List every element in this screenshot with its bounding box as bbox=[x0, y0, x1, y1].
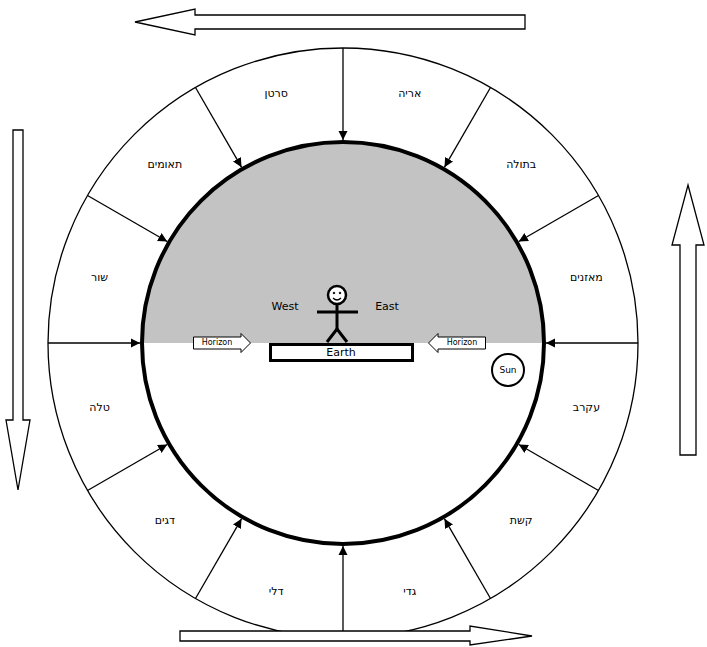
zodiac-sign-text: אריה bbox=[398, 87, 421, 101]
zodiac-sign: בתולה bbox=[503, 156, 539, 174]
zodiac-sign-text: גדי bbox=[403, 585, 416, 599]
zodiac-sign: סרטן bbox=[261, 85, 290, 103]
motion-arrow bbox=[672, 185, 704, 455]
zodiac-sign: עקרב bbox=[570, 399, 603, 417]
divider-line bbox=[519, 196, 599, 242]
sun-circle: Sun bbox=[491, 353, 525, 387]
divider-line bbox=[445, 88, 491, 168]
direction-label: East bbox=[375, 300, 399, 314]
divider-line bbox=[196, 88, 242, 168]
divider-line bbox=[342, 546, 343, 638]
zodiac-sign: שור bbox=[88, 269, 111, 287]
stick-figure bbox=[317, 286, 358, 342]
sky-half bbox=[142, 142, 544, 343]
inner-circle bbox=[142, 142, 544, 544]
divider-line bbox=[342, 48, 343, 140]
horizon-arrow-outline bbox=[429, 334, 486, 353]
zodiac-sign: גדי bbox=[400, 583, 419, 601]
divider-line bbox=[546, 342, 638, 343]
outer-ring bbox=[48, 48, 638, 638]
zodiac-sign-text: קשת bbox=[510, 514, 533, 528]
motion-arrow bbox=[135, 9, 525, 35]
divider-line bbox=[48, 342, 140, 343]
earth-box-text: Earth bbox=[326, 346, 356, 359]
zodiac-sign-text: דגים bbox=[155, 514, 175, 528]
zodiac-sign: דלי bbox=[266, 583, 287, 601]
horizon-arrow-outline bbox=[194, 334, 251, 353]
divider-line bbox=[88, 445, 168, 491]
divider-line bbox=[519, 445, 599, 491]
earth-box: Earth bbox=[269, 343, 414, 362]
horizon-arrow: Horizon bbox=[428, 333, 486, 353]
zodiac-sign-text: עקרב bbox=[573, 401, 600, 415]
zodiac-sign: תאומים bbox=[144, 156, 185, 174]
zodiac-sign: טלה bbox=[86, 399, 113, 417]
zodiac-sign-text: בתולה bbox=[506, 158, 536, 172]
horizon-arrow: Horizon bbox=[193, 333, 251, 353]
sun-circle-text: Sun bbox=[499, 365, 516, 375]
motion-arrow bbox=[6, 130, 30, 490]
zodiac-sign-text: סרטן bbox=[264, 87, 287, 101]
sign-dividers bbox=[48, 48, 638, 638]
zodiac-sign-text: תאומים bbox=[147, 158, 182, 172]
zodiac-sign: דגים bbox=[152, 512, 178, 530]
divider-line bbox=[196, 519, 242, 599]
zodiac-sign-text: שור bbox=[91, 271, 108, 285]
zodiac-sign-text: דלי bbox=[269, 585, 284, 599]
zodiac-sign-text: מאזנים bbox=[570, 271, 603, 285]
divider-line bbox=[445, 519, 491, 599]
horizon-arrow-text: Horizon bbox=[202, 338, 233, 348]
zodiac-sign-text: טלה bbox=[89, 401, 110, 415]
zodiac-sign: אריה bbox=[395, 85, 424, 103]
zodiac-sign: קשת bbox=[507, 512, 536, 530]
divider-line bbox=[88, 196, 168, 242]
direction-label: West bbox=[271, 300, 298, 314]
zodiac-sign: מאזנים bbox=[567, 269, 606, 287]
horizon-arrow-text: Horizon bbox=[447, 338, 478, 348]
motion-arrow bbox=[180, 626, 532, 645]
